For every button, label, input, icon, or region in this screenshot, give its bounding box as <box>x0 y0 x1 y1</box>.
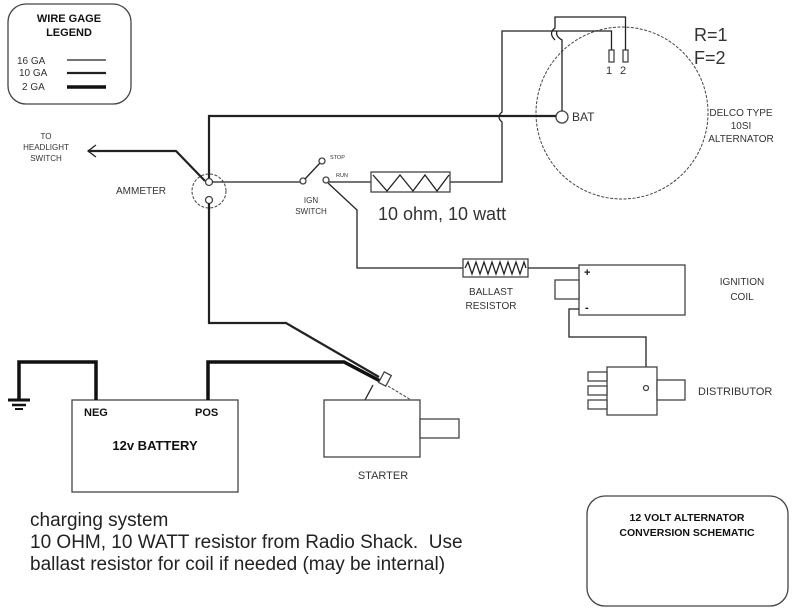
ammeter: AMMETER <box>116 173 227 209</box>
ground-icon <box>8 398 30 410</box>
distributor-shaft <box>656 379 686 401</box>
coil-tower <box>554 279 580 300</box>
headlight-label-3: SWITCH <box>30 154 62 163</box>
coil-minus: - <box>585 302 589 314</box>
key-f: F=2 <box>694 48 726 68</box>
battery: NEG POS 12v BATTERY <box>71 399 239 493</box>
ign-switch-common <box>299 177 307 185</box>
wire-gage-legend: WIRE GAGE LEGEND 16 GA 10 GA 2 GA <box>7 3 132 105</box>
ign-switch-label-2: SWITCH <box>295 207 327 216</box>
wire-bat-sense <box>555 30 563 111</box>
battery-body <box>71 399 239 493</box>
alternator-name-1: DELCO TYPE <box>709 108 772 119</box>
ignition-switch[interactable]: STOP RUN IGN SWITCH <box>295 155 348 216</box>
distributor-terminal <box>642 384 650 392</box>
ballast-zigzag <box>464 259 527 277</box>
wire-headlight <box>88 149 206 182</box>
battery-pos-label: POS <box>195 407 218 419</box>
ammeter-terminal-top <box>204 177 214 187</box>
terminal-2-label: 2 <box>620 65 626 77</box>
starter: STARTER <box>323 370 460 482</box>
legend-title-1: WIRE GAGE <box>37 13 101 25</box>
starter-solenoid-terminal <box>377 370 393 388</box>
alternator-name-3: ALTERNATOR <box>708 134 774 145</box>
distributor-prong-1 <box>587 371 608 382</box>
coil-plus: + <box>584 267 590 279</box>
ballast-resistor: BALLAST RESISTOR <box>462 258 529 312</box>
legend-title-2: LEGEND <box>46 27 92 39</box>
wire-ground <box>17 360 98 400</box>
legend-label-16ga: 16 GA <box>17 56 46 67</box>
coil-body <box>578 264 686 316</box>
ign-switch-stop-contact <box>318 157 326 165</box>
wire-battery-to-starter <box>206 360 385 400</box>
distributor-label: DISTRIBUTOR <box>698 386 772 398</box>
ign-run-label: RUN <box>336 173 348 179</box>
resistor-10ohm: 10 ohm, 10 watt <box>370 171 506 224</box>
coil-label-2: COIL <box>730 292 754 303</box>
ign-stop-label: STOP <box>330 155 345 161</box>
ammeter-body <box>191 173 227 209</box>
wire-ammeter-to-starter <box>207 203 380 378</box>
starter-body <box>323 399 421 458</box>
note-line-1: charging system <box>30 510 169 531</box>
wire-coil-to-distributor <box>568 308 647 386</box>
battery-neg-label: NEG <box>84 407 108 419</box>
headlight-label-1: TO <box>41 132 52 141</box>
battery-label: 12v BATTERY <box>112 438 198 453</box>
distributor-prong-3 <box>587 399 608 410</box>
distributor-prong-2 <box>587 385 608 396</box>
title-line-2: CONVERSION SCHEMATIC <box>619 527 755 539</box>
wire-charge-main <box>207 114 556 185</box>
terminal-1-label: 1 <box>606 65 612 77</box>
distributor: DISTRIBUTOR <box>587 366 772 416</box>
coil-label-1: IGNITION <box>720 277 764 288</box>
starter-terminal-strut-left <box>364 384 374 401</box>
ignition-coil: + - IGNITION COIL <box>554 264 764 316</box>
alternator-terminal-2 <box>622 49 629 63</box>
wire-run-to-ballast <box>327 182 463 269</box>
resistor-zigzag <box>372 173 450 193</box>
legend-label-2ga: 2 GA <box>22 82 45 93</box>
ign-switch-run-contact <box>322 176 330 184</box>
note-line-3: ballast resistor for coil if needed (may… <box>30 554 446 575</box>
headlight-label-2: HEADLIGHT <box>23 143 69 152</box>
resistor-label: 10 ohm, 10 watt <box>378 204 506 224</box>
legend-frame <box>7 3 132 105</box>
starter-label: STARTER <box>358 470 408 482</box>
ammeter-label: AMMETER <box>116 186 166 197</box>
ign-switch-label-1: IGN <box>304 196 318 205</box>
alternator-terminal-1 <box>608 49 615 63</box>
starter-terminal-strut-right <box>387 385 412 401</box>
title-box: 12 VOLT ALTERNATOR CONVERSION SCHEMATIC <box>586 495 789 607</box>
headlight-arrow-icon <box>86 144 97 158</box>
bat-terminal <box>555 110 569 124</box>
distributor-body <box>606 366 658 416</box>
ballast-label-1: BALLAST <box>469 287 513 298</box>
wire-terminal-1-to-resistor <box>450 30 613 183</box>
starter-pinion <box>419 418 460 439</box>
alternator-body <box>535 26 709 200</box>
legend-label-10ga: 10 GA <box>19 68 48 79</box>
ign-switch-lever[interactable] <box>304 162 321 180</box>
title-line-1: 12 VOLT ALTERNATOR <box>630 512 745 524</box>
ammeter-terminal-bottom <box>204 195 214 205</box>
alternator-name-2: 10SI <box>731 121 752 132</box>
ballast-label-2: RESISTOR <box>466 301 517 312</box>
alternator: 1 2 BAT R=1 F=2 DELCO TYPE 10SI ALTERNAT… <box>535 25 774 200</box>
key-r: R=1 <box>694 25 728 45</box>
bat-label: BAT <box>572 110 595 124</box>
note-line-2: 10 OHM, 10 WATT resistor from Radio Shac… <box>30 532 463 553</box>
title-frame <box>586 495 789 607</box>
